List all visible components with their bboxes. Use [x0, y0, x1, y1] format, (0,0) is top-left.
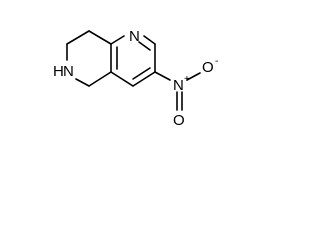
atom-nh-h: H: [53, 63, 64, 80]
bond-c5-c4a: [88, 71, 112, 87]
pyridine-ring: [110, 35, 156, 87]
nitro-group: [154, 71, 201, 111]
bond-c8a-n1: [110, 35, 125, 45]
nitro-n-charge: +: [184, 74, 190, 85]
atom-nitro-n: N: [173, 77, 184, 94]
piperidine-ring: [66, 30, 112, 87]
bond-c4-c4a: [110, 71, 134, 87]
bond-c3-nnitro: [154, 71, 171, 81]
atom-nitro-o1: O: [173, 112, 185, 129]
bond-c8-c7: [66, 30, 90, 45]
atom-nitro-o2: O: [202, 59, 214, 76]
atom-nh-n: N: [63, 63, 74, 80]
bond-n1-c2-inner: [138, 41, 151, 51]
molecule-canvas: N H N N + O O -: [53, 28, 218, 129]
bond-nnitro-o2: [186, 72, 201, 81]
atom-ring-n: N: [129, 28, 140, 45]
bond-n6-c5: [75, 78, 90, 87]
nitro-o2-charge: -: [215, 56, 218, 67]
bond-n1-c2: [143, 35, 156, 45]
bond-c8a-c8: [88, 30, 112, 45]
molecule-diagram: N H N N + O O -: [0, 0, 237, 138]
bond-c3-c4: [132, 71, 156, 87]
bond-c3-c4-inner: [132, 67, 151, 80]
